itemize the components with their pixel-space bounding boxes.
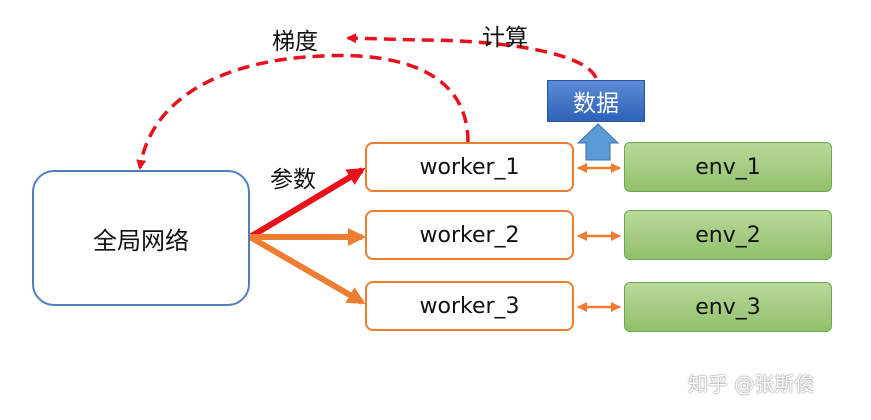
data-label: 数据 [573,91,619,117]
watermark-text: 知乎 @张斯俊 [688,372,815,396]
worker-label-3: worker_3 [419,293,520,319]
param-arrow-worker-3 [248,234,366,305]
worker-node-2: worker_2 [365,210,574,260]
compute-label: 计算 [482,25,528,51]
env-node-3: env_3 [624,282,832,332]
worker-node-3: worker_3 [365,281,574,331]
params-label: 参数 [270,167,316,193]
param-arrow-worker-1 [248,167,366,240]
worker-node-1: worker_1 [365,142,574,192]
data-node: 数据 [547,80,645,122]
worker-label-2: worker_2 [419,222,520,248]
env-node-2: env_2 [624,210,832,260]
env-label-1: env_1 [695,154,761,180]
worker-label-1: worker_1 [419,154,520,180]
env-label-3: env_3 [695,294,761,320]
global-network-node: 全局网络 [32,170,250,306]
global-network-label: 全局网络 [93,226,189,255]
dashed-compute-arc [346,33,598,79]
gradient-label: 梯度 [272,29,318,55]
dashed-gradient-arc [136,53,470,170]
env-label-2: env_2 [695,222,761,248]
env-node-1: env_1 [624,142,832,192]
data-up-arrow [576,123,620,161]
